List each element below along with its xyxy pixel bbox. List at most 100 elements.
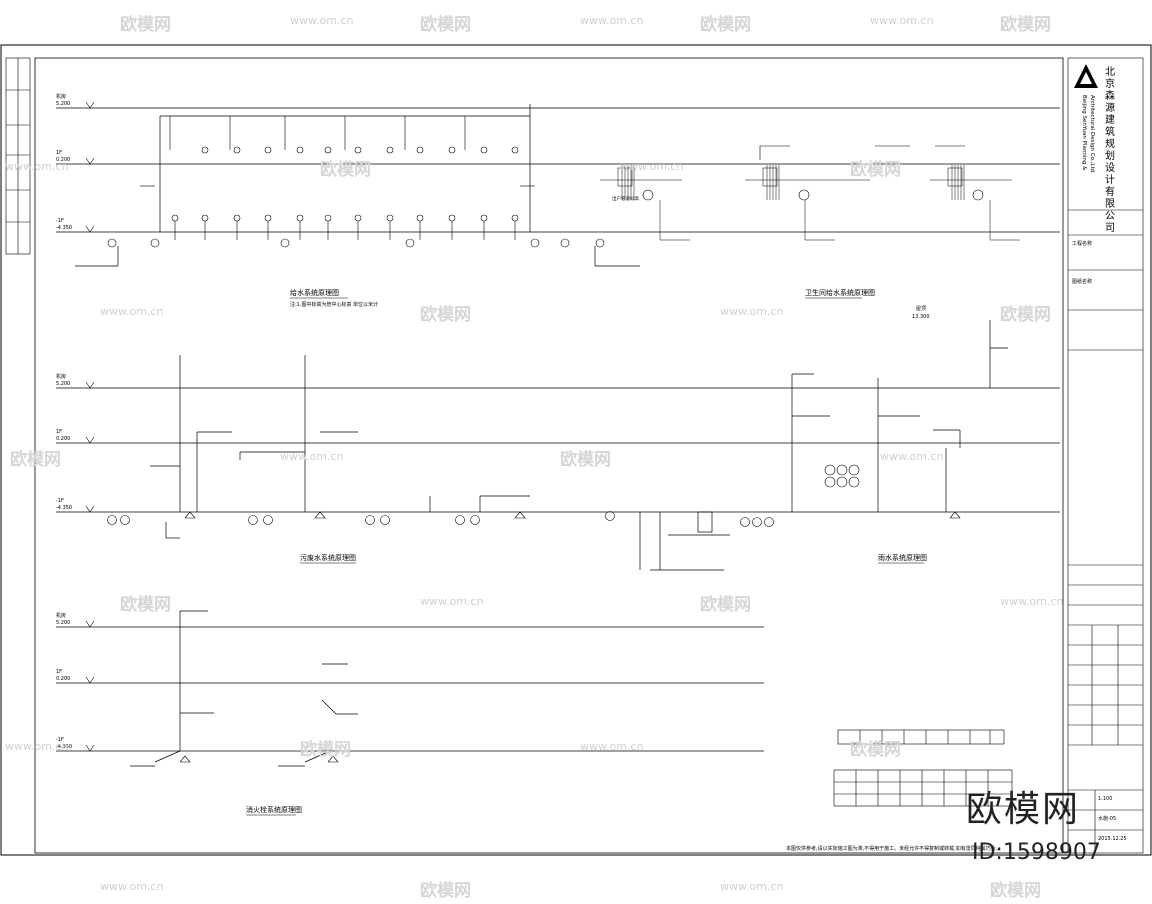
level-label: -1F xyxy=(56,218,64,224)
inner-frame xyxy=(34,57,1064,854)
valve-icon xyxy=(296,214,304,222)
title-block-drawing-label: 图纸名称 xyxy=(1072,278,1092,285)
level-label: -1F xyxy=(56,737,64,743)
title-block xyxy=(1067,57,1144,854)
level-label: 机房 xyxy=(56,93,66,100)
meter-icon xyxy=(107,238,117,248)
valve-icon xyxy=(511,146,519,154)
roof-elev: 13.300 xyxy=(912,314,930,320)
fixture-icon xyxy=(762,167,778,187)
pump-icon xyxy=(848,464,860,476)
watermark-id: ID:1598907 xyxy=(972,840,1101,865)
level-elevation: 0.200 xyxy=(56,436,70,442)
meter-icon xyxy=(972,189,984,201)
meter-icon xyxy=(560,238,570,248)
floor-drain-icon xyxy=(248,515,258,525)
valve-icon xyxy=(233,146,241,154)
level-elevation: 0.200 xyxy=(56,676,70,682)
floor-drain-icon xyxy=(764,517,774,527)
level-label: 机房 xyxy=(56,373,66,380)
level-marker-icon xyxy=(85,676,95,684)
level-marker-icon xyxy=(85,620,95,628)
title-rain-water: 雨水系统原理图 xyxy=(878,553,927,562)
title-block-project-label: 工程名称 xyxy=(1072,240,1092,247)
floor-drain-icon xyxy=(107,515,117,525)
pump-icon xyxy=(836,464,848,476)
title-block-scale: 1:100 xyxy=(1098,796,1112,802)
company-name-en-2: Architectural Design Co.,Ltd. xyxy=(1089,95,1095,174)
title-waste-water: 污废水系统原理图 xyxy=(300,553,356,562)
level-marker-icon xyxy=(85,505,95,513)
level-label: 机房 xyxy=(56,612,66,619)
level-label: 1F xyxy=(56,429,62,435)
valve-icon xyxy=(354,214,362,222)
note-water-supply: 注:1.图中标高为管中心标高 单位以米计 xyxy=(290,301,378,308)
valve-icon xyxy=(354,146,362,154)
check-valve-icon xyxy=(184,511,196,519)
valve-icon xyxy=(201,214,209,222)
valve-icon xyxy=(324,214,332,222)
floor-drain-icon xyxy=(470,515,480,525)
pump-icon xyxy=(848,476,860,488)
company-name-en-1: Beijing SenYuan Planning & xyxy=(1081,95,1087,171)
level-marker-icon xyxy=(85,225,95,233)
bottom-note: 本图仅供参考,请以实际施工图为准,不得用于施工。未经允许不得复制或转载,如有雷同… xyxy=(786,845,1001,852)
valve-icon xyxy=(480,146,488,154)
pump-icon xyxy=(824,476,836,488)
company-name-cn: 北京森源建筑规划设计有限公司 xyxy=(1103,66,1115,234)
floor-drain-icon xyxy=(263,515,273,525)
level-elevation: 5.200 xyxy=(56,101,70,107)
valve-icon xyxy=(296,146,304,154)
valve-icon xyxy=(386,146,394,154)
floor-drain-icon xyxy=(380,515,390,525)
floor-drain-icon xyxy=(365,515,375,525)
check-valve-icon xyxy=(514,511,526,519)
check-valve-icon xyxy=(179,755,191,763)
level-marker-icon xyxy=(85,744,95,752)
drainage-diagram xyxy=(56,320,1060,571)
toilet-supply-diagram xyxy=(600,145,1020,241)
title-block-date: 2015.12.25 xyxy=(1098,836,1127,842)
meter-icon xyxy=(280,238,290,248)
fixture-icon xyxy=(947,167,963,187)
level-elevation: 5.200 xyxy=(56,381,70,387)
level-marker-icon xyxy=(85,157,95,165)
revision-strip xyxy=(5,57,31,255)
floor-drain-icon xyxy=(740,517,750,527)
meter-icon xyxy=(405,238,415,248)
title-water-supply: 给水系统原理图 xyxy=(290,288,339,297)
meter-icon xyxy=(150,238,160,248)
level-marker-icon xyxy=(85,101,95,109)
level-elevation: 5.200 xyxy=(56,620,70,626)
valve-icon xyxy=(448,214,456,222)
outer-border xyxy=(0,44,1152,856)
level-label: 1F xyxy=(56,669,62,675)
level-label: 1F xyxy=(56,150,62,156)
floor-drain-icon xyxy=(752,517,762,527)
check-valve-icon xyxy=(314,511,326,519)
water-supply-diagram xyxy=(56,104,1060,267)
floor-drain-icon xyxy=(605,511,615,521)
floor-drain-icon xyxy=(455,515,465,525)
fixture-icon xyxy=(617,167,633,187)
valve-icon xyxy=(324,146,332,154)
meter-icon xyxy=(595,238,605,248)
roof-label: 屋顶 xyxy=(916,306,926,312)
valve-icon xyxy=(511,214,519,222)
floor-drain-icon xyxy=(120,515,130,525)
check-valve-icon xyxy=(327,755,339,763)
legend-pipe-label: 出户管道标高 xyxy=(612,195,639,202)
level-label: -1F xyxy=(56,498,64,504)
valve-icon xyxy=(416,146,424,154)
legend-table-2 xyxy=(833,769,1013,807)
level-elevation: 0.200 xyxy=(56,157,70,163)
level-elevation: -4.350 xyxy=(56,505,72,511)
valve-icon xyxy=(448,146,456,154)
valve-icon xyxy=(264,146,272,154)
level-elevation: -4.350 xyxy=(56,744,72,750)
valve-icon xyxy=(264,214,272,222)
level-marker-icon xyxy=(85,436,95,444)
title-block-sheet: 水施-05 xyxy=(1098,815,1116,822)
